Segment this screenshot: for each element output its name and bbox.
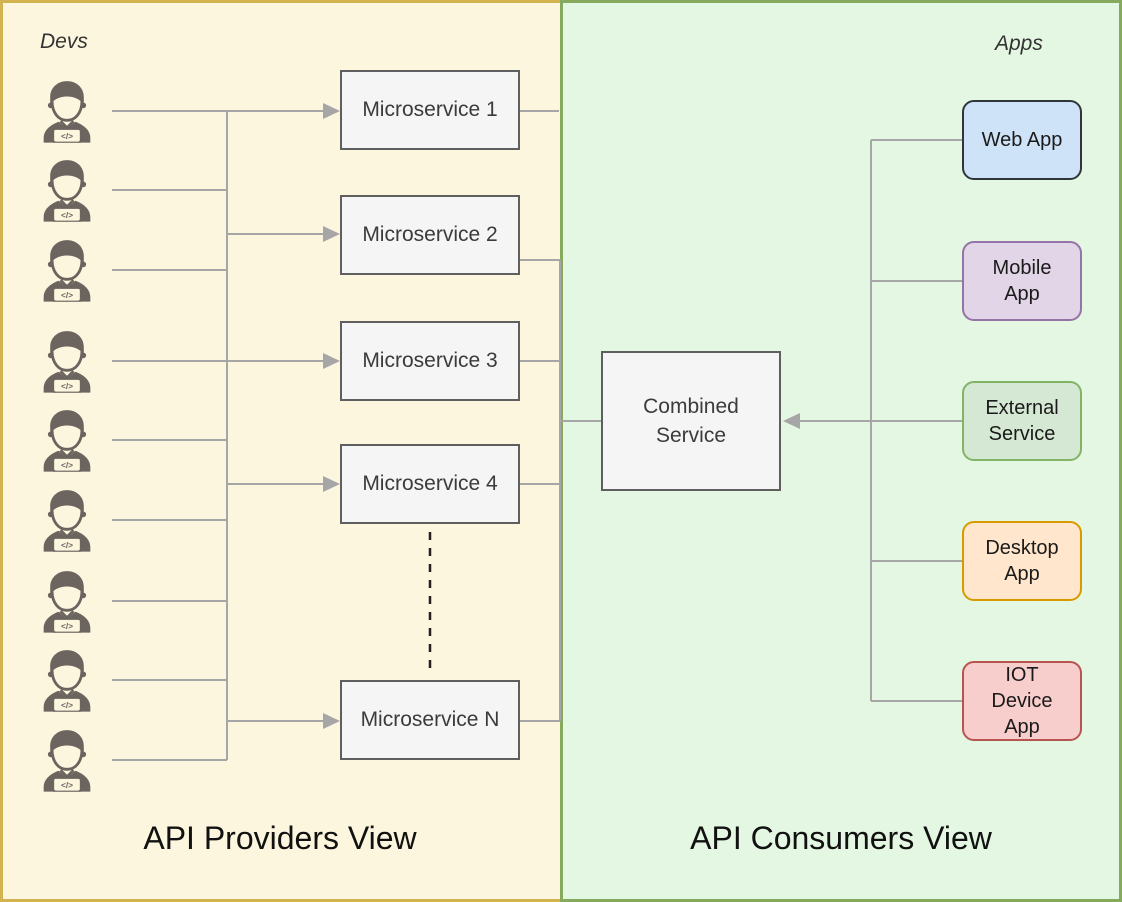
developer-icon[interactable] xyxy=(39,328,95,394)
connector-lines xyxy=(112,110,962,761)
combined-service-node[interactable]: Combined Service xyxy=(601,351,781,491)
developer-icon[interactable] xyxy=(39,237,95,303)
app-label: External Service xyxy=(985,397,1059,445)
web-app-node[interactable]: Web App xyxy=(962,100,1082,180)
external-service-node[interactable]: External Service xyxy=(962,381,1082,461)
app-label: Web App xyxy=(981,129,1063,151)
microservice-label: Microservice N xyxy=(360,708,500,731)
combined-service-label: Combined Service xyxy=(643,394,739,447)
consumers-region-title: API Consumers View xyxy=(690,820,992,856)
app-label: Desktop App xyxy=(985,537,1059,585)
app-label: Mobile App xyxy=(992,257,1052,305)
microservice-label: Microservice 4 xyxy=(362,472,498,495)
microservice-4-node[interactable]: Microservice 4 xyxy=(340,444,520,524)
developer-icon[interactable] xyxy=(39,647,95,713)
devs-corner-label: Devs xyxy=(40,30,88,53)
providers-region-title: API Providers View xyxy=(143,820,417,856)
desktop-app-node[interactable]: Desktop App xyxy=(962,521,1082,601)
microservice-2-node[interactable]: Microservice 2 xyxy=(340,195,520,275)
developer-icon[interactable] xyxy=(39,407,95,473)
mobile-app-node[interactable]: Mobile App xyxy=(962,241,1082,321)
microservice-3-node[interactable]: Microservice 3 xyxy=(340,321,520,401)
developer-icon[interactable] xyxy=(39,568,95,634)
microservice-label: Microservice 3 xyxy=(362,349,498,372)
microservice-label: Microservice 2 xyxy=(362,223,498,246)
apps-corner-label: Apps xyxy=(995,32,1043,55)
arrowheads xyxy=(323,103,800,729)
microservice-label: Microservice 1 xyxy=(362,98,498,121)
developer-icon[interactable] xyxy=(39,157,95,223)
microservice-1-node[interactable]: Microservice 1 xyxy=(340,70,520,150)
microservice-n-node[interactable]: Microservice N xyxy=(340,680,520,760)
developer-icon[interactable] xyxy=(39,487,95,553)
app-label: IOT Device App xyxy=(991,664,1053,738)
developer-icon[interactable] xyxy=(39,727,95,793)
iot-device-app-node[interactable]: IOT Device App xyxy=(962,661,1082,741)
developer-icon[interactable] xyxy=(39,78,95,144)
